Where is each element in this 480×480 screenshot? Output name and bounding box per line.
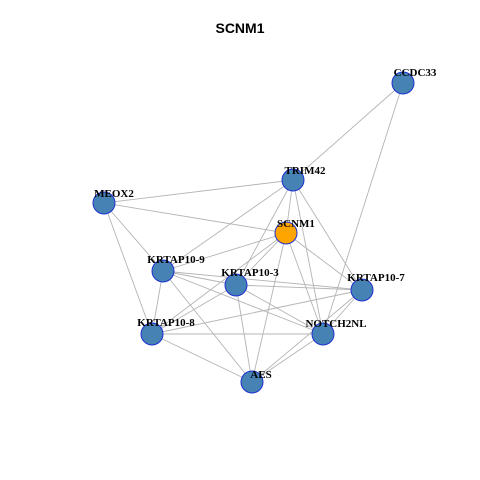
edge-krtap10-3-krtap10-7 (235, 284, 363, 291)
node-scnm1[interactable] (274, 221, 298, 245)
node-trim42[interactable] (281, 168, 305, 192)
node-label-trim42: TRIM42 (285, 165, 326, 177)
edge-krtap10-9-notch2nl (162, 270, 324, 335)
node-meox2[interactable] (92, 191, 116, 215)
node-label-krtap10-8: KRTAP10-8 (137, 317, 195, 329)
edge-krtap10-7-krtap10-8 (151, 289, 363, 335)
edge-krtap10-9-aes (162, 270, 253, 383)
edge-trim42-notch2nl (292, 179, 324, 335)
edge-ccdc33-trim42 (292, 82, 404, 181)
edge-scnm1-krtap10-9 (162, 232, 287, 272)
edge-krtap10-3-aes (235, 284, 253, 383)
node-label-krtap10-3: KRTAP10-3 (221, 267, 279, 279)
node-krtap10-7[interactable] (350, 278, 374, 302)
node-label-scnm1: SCNM1 (277, 218, 315, 230)
node-label-meox2: MEOX2 (94, 188, 134, 200)
edge-notch2nl-aes (251, 333, 324, 383)
edge-meox2-krtap10-9 (103, 202, 164, 272)
edge-krtap10-8-aes (151, 333, 253, 383)
edge-scnm1-krtap10-7 (285, 232, 363, 291)
node-krtap10-8[interactable] (140, 322, 164, 346)
edge-trim42-krtap10-7 (292, 179, 363, 291)
edge-scnm1-aes (251, 232, 287, 383)
node-aes[interactable] (240, 370, 264, 394)
node-label-notch2nl: NOTCH2NL (305, 318, 366, 330)
edge-scnm1-notch2nl (285, 232, 324, 335)
node-label-aes: AES (250, 369, 271, 381)
node-label-krtap10-9: KRTAP10-9 (147, 254, 205, 266)
edge-ccdc33-notch2nl (322, 82, 404, 335)
edge-trim42-meox2 (103, 179, 294, 204)
node-ccdc33[interactable] (391, 71, 415, 95)
edge-scnm1-krtap10-3 (235, 232, 287, 286)
edge-krtap10-3-notch2nl (235, 284, 324, 335)
edge-krtap10-9-krtap10-3 (162, 270, 237, 286)
node-krtap10-3[interactable] (224, 273, 248, 297)
node-krtap10-9[interactable] (151, 259, 175, 283)
edge-trim42-krtap10-3 (235, 179, 294, 286)
label-layer: CCDC33TRIM42MEOX2SCNM1KRTAP10-9KRTAP10-3… (94, 67, 437, 381)
edge-meox2-scnm1 (103, 202, 287, 234)
edge-krtap10-3-krtap10-8 (151, 284, 237, 335)
node-layer (92, 71, 415, 394)
node-label-krtap10-7: KRTAP10-7 (347, 272, 405, 284)
plot-title: SCNM1 (215, 20, 265, 36)
edge-krtap10-7-aes (251, 289, 363, 383)
edge-krtap10-9-krtap10-7 (162, 270, 363, 291)
edge-scnm1-krtap10-8 (151, 232, 287, 335)
node-label-ccdc33: CCDC33 (394, 67, 437, 79)
edge-trim42-krtap10-9 (162, 179, 294, 272)
edge-layer (103, 82, 404, 383)
edge-meox2-krtap10-8 (103, 202, 153, 335)
node-notch2nl[interactable] (311, 322, 335, 346)
